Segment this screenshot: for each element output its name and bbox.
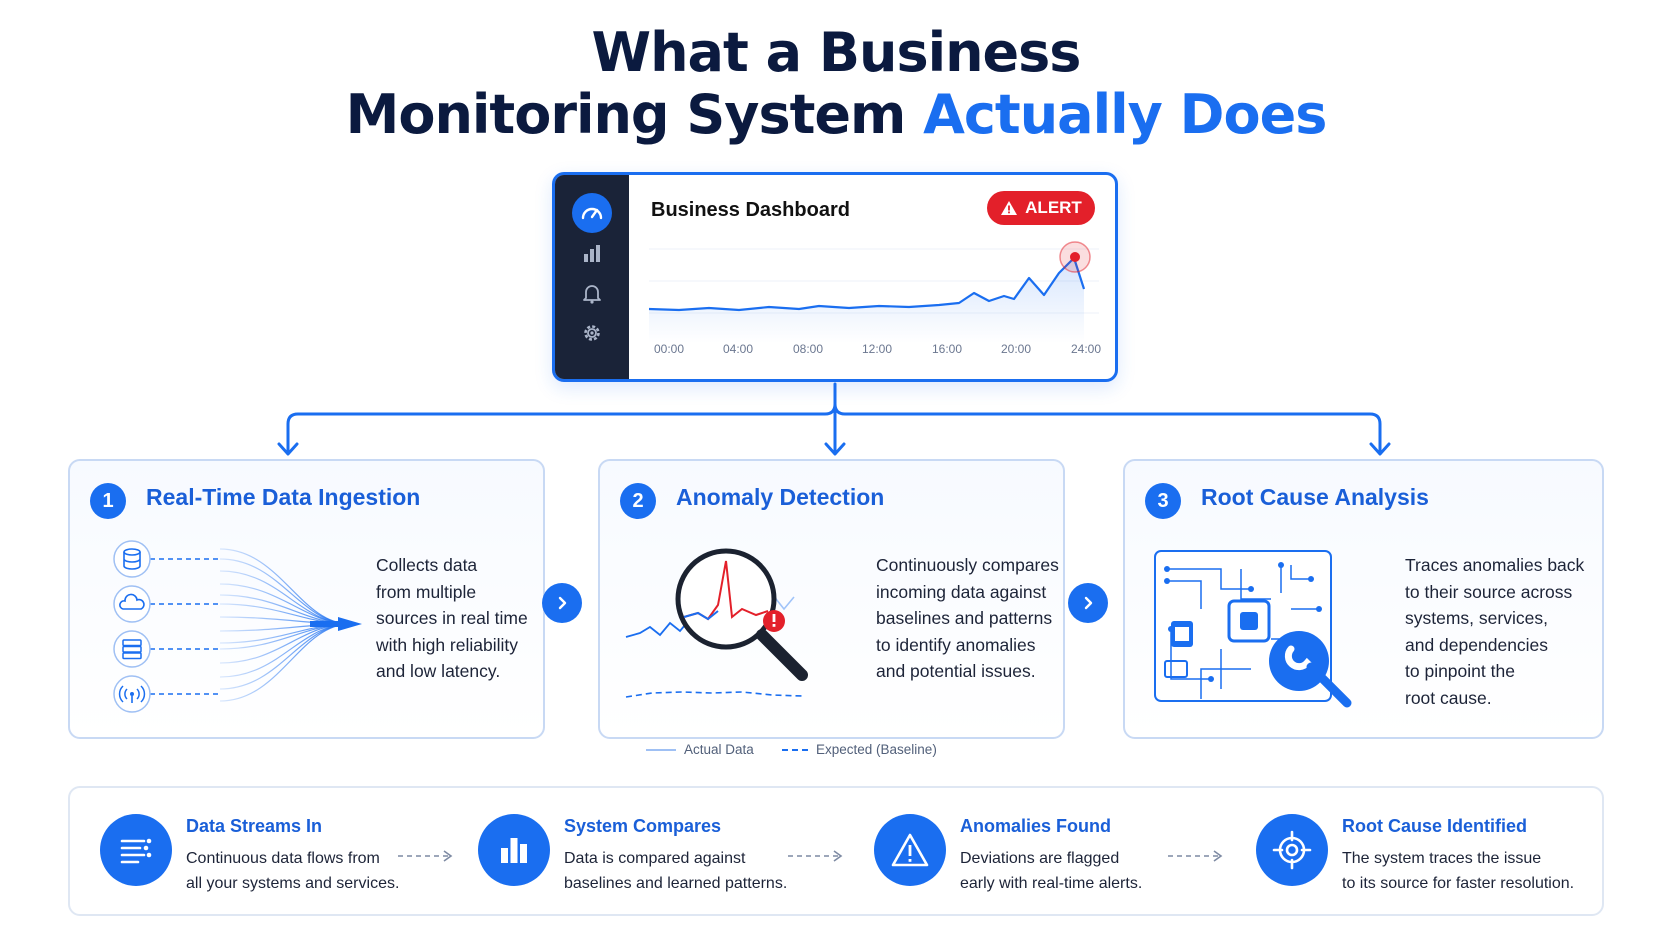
step-line: The system traces the issue: [1342, 850, 1542, 867]
page-title: What a Business Monitoring System Actual…: [0, 22, 1672, 146]
flow-connector: [277, 382, 1391, 456]
legend-expected-baseline: Expected (Baseline): [782, 742, 937, 757]
step-line: Deviations are flagged: [960, 850, 1120, 867]
card-line: systems, services,: [1405, 608, 1548, 628]
warning-icon: [1001, 201, 1018, 215]
card-title: Anomaly Detection: [676, 484, 885, 510]
signal-icon: [113, 675, 151, 713]
step-line: Data is compared against: [564, 850, 746, 867]
next-chevron-1[interactable]: [542, 583, 582, 623]
card-line: incoming data against: [876, 581, 1047, 602]
card-title: Real-Time Data Ingestion: [146, 484, 421, 510]
card-description: Continuously compares incoming data agai…: [876, 552, 1059, 685]
card-line: Collects data: [376, 555, 478, 575]
database-icon: [113, 540, 151, 578]
legend-expected-label: Expected (Baseline): [816, 742, 937, 757]
step-description: Continuous data flows from all your syste…: [186, 846, 399, 896]
card-data-ingestion: 1 Real-Time Data Ingestion: [68, 459, 545, 739]
process-summary-bar: Data Streams In Continuous data flows fr…: [68, 786, 1604, 916]
bell-icon[interactable]: [572, 273, 612, 313]
card-title: Root Cause Analysis: [1201, 484, 1429, 510]
circuit-wrench-illustration: [1154, 550, 1352, 708]
x-tick-4: 16:00: [932, 342, 962, 356]
card-line: Continuously compares: [876, 555, 1059, 575]
data-sources-illustration: [113, 540, 362, 713]
x-tick-2: 08:00: [793, 342, 823, 356]
business-dashboard: Business Dashboard ALERT 00:00 04:00 08:…: [552, 172, 1118, 382]
alert-badge[interactable]: ALERT: [987, 191, 1095, 225]
step-arrow-icon: [398, 850, 453, 862]
chevron-right-icon: [1084, 596, 1093, 610]
step-line: all your systems and services.: [186, 875, 400, 892]
dashboard-line-chart: 00:00 04:00 08:00 12:00 16:00 20:00 24:0…: [648, 241, 1101, 356]
next-chevron-2[interactable]: [1068, 583, 1108, 623]
title-line-2-main: Monitoring System: [345, 83, 924, 146]
step-number-badge: 1: [90, 483, 126, 519]
wrench-icon: [1284, 645, 1352, 708]
step-title: System Compares: [564, 816, 722, 836]
anomaly-magnifier-illustration: [625, 548, 808, 698]
card-line: to identify anomalies: [876, 634, 1036, 655]
title-line-1: What a Business: [591, 21, 1082, 84]
step-line: early with real-time alerts.: [960, 875, 1143, 892]
card-root-cause-analysis: 3 Root Cause Analysis Traces anomalies b…: [1123, 459, 1604, 739]
card-line: and dependencies: [1405, 634, 1549, 655]
title-line-2: Monitoring System Actually Does: [0, 84, 1672, 146]
step-number-badge: 2: [620, 483, 656, 519]
step-arrow-icon: [788, 850, 843, 862]
step-description: Deviations are flagged early with real-ti…: [960, 846, 1142, 896]
step-line: to its source for faster resolution.: [1342, 875, 1575, 892]
step-title: Anomalies Found: [960, 816, 1112, 836]
x-tick-3: 12:00: [862, 342, 892, 356]
cloud-icon: [113, 585, 151, 623]
flow-arrow: [310, 617, 362, 631]
card-anomaly-detection: 2 Anomaly Detection Continuously compare…: [598, 459, 1065, 739]
chevron-right-icon: [558, 596, 567, 610]
step-number-badge: 3: [1145, 483, 1181, 519]
card-line: root cause.: [1405, 687, 1492, 708]
bar-chart-icon: [478, 814, 550, 886]
step-title: Data Streams In: [186, 816, 323, 836]
bar-chart-icon[interactable]: [572, 233, 612, 273]
step-description: The system traces the issue to its source…: [1342, 846, 1574, 896]
server-icon: [113, 630, 151, 668]
card-description: Traces anomalies back to their source ac…: [1405, 552, 1584, 711]
target-icon: [1256, 814, 1328, 886]
warning-triangle-icon: [874, 814, 946, 886]
dashboard-sidebar: [555, 175, 629, 379]
step-line: Continuous data flows from: [186, 850, 380, 867]
x-tick-6: 24:00: [1071, 342, 1101, 356]
step-line: baselines and learned patterns.: [564, 875, 788, 892]
step-description: Data is compared against baselines and le…: [564, 846, 787, 896]
x-tick-1: 04:00: [723, 342, 753, 356]
card-description: Collects data from multiple sources in r…: [376, 552, 528, 685]
step-arrow-icon: [1168, 850, 1223, 862]
card-line: baselines and patterns: [876, 608, 1053, 628]
card-line: with high reliability: [376, 634, 519, 655]
legend-actual-label: Actual Data: [684, 742, 754, 757]
alert-point[interactable]: [1070, 252, 1080, 262]
card-line: Traces anomalies back: [1405, 555, 1585, 575]
x-tick-0: 00:00: [654, 342, 684, 356]
stream-list-icon: [100, 814, 172, 886]
x-tick-5: 20:00: [1001, 342, 1031, 356]
card-line: to their source across: [1405, 581, 1573, 602]
card-line: from multiple: [376, 581, 477, 602]
dashboard-title: Business Dashboard: [651, 199, 850, 221]
title-line-2-accent: Actually Does: [923, 83, 1327, 146]
speedometer-icon[interactable]: [572, 193, 612, 233]
card-line: and low latency.: [376, 661, 501, 681]
card-line: sources in real time: [376, 608, 528, 628]
card-line: and potential issues.: [876, 661, 1036, 681]
gear-icon[interactable]: [572, 313, 612, 353]
alert-icon: [763, 610, 785, 632]
alert-label: ALERT: [1025, 198, 1082, 217]
legend-actual-data: Actual Data: [646, 742, 754, 757]
card-line: to pinpoint the: [1405, 661, 1515, 681]
step-title: Root Cause Identified: [1342, 816, 1528, 836]
